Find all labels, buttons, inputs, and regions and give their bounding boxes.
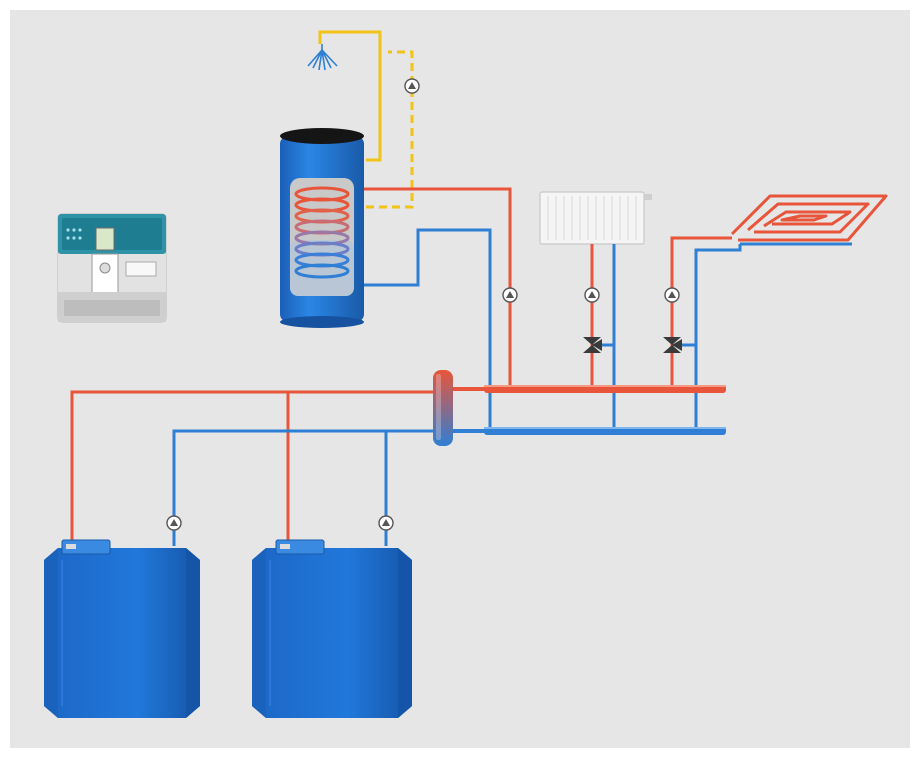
floor-return-pipe: [694, 244, 742, 430]
dhw-circuit: [318, 30, 414, 209]
pump-icon: [378, 515, 394, 531]
mixing-valve-icon: [583, 337, 602, 353]
storage-cylinder-icon: [280, 128, 364, 328]
pump-icon: [404, 78, 420, 94]
boiler-piping: [70, 387, 486, 546]
boiler-return-line: [172, 429, 440, 546]
boiler-flow-line: [70, 390, 440, 546]
separator-icon: [433, 370, 453, 446]
pump-icon: [664, 287, 680, 303]
tank-cold-return-pipe: [360, 228, 492, 430]
controller-display: [95, 227, 115, 251]
control-unit-icon: [57, 213, 167, 323]
floor-coil-icon: [730, 194, 888, 246]
tank-hot-flow-pipe: [360, 187, 512, 388]
radiator-icon: [539, 191, 652, 245]
pump-icon: [166, 515, 182, 531]
distribution-headers: [484, 385, 726, 435]
dhw-return-pipe: [366, 50, 414, 209]
heat-exchanger-coil: [294, 186, 350, 279]
boiler-icon: [44, 539, 200, 718]
pump-icon: [502, 287, 518, 303]
shower-icon: [307, 44, 338, 71]
boiler-icon: [252, 539, 412, 718]
dhw-supply-pipe: [318, 30, 382, 162]
pump-icon: [584, 287, 600, 303]
mixing-valve-icon: [663, 337, 682, 353]
